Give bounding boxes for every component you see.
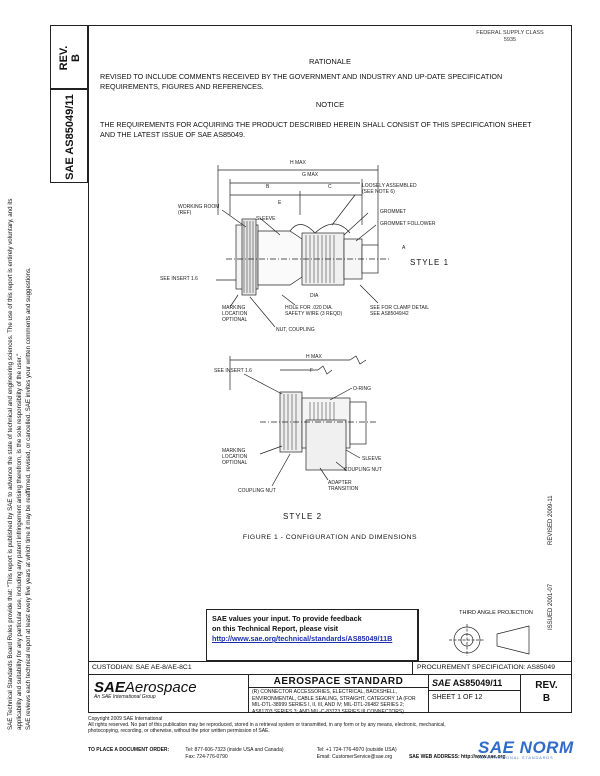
rationale-heading: RATIONALE xyxy=(309,57,351,66)
adapter-transition-label: ADAPTER TRANSITION xyxy=(328,480,359,492)
fig2-dim-f: F xyxy=(310,368,314,374)
fig2-marking-location-label: MARKING LOCATION OPTIONAL xyxy=(222,448,248,466)
dim-c: C xyxy=(328,184,332,190)
dim-a: A xyxy=(402,245,406,251)
rev-box: REV. B xyxy=(50,25,88,89)
drawing-sheet xyxy=(88,25,572,713)
logo-aerospace: Aerospace xyxy=(124,679,197,696)
fig2-sleeve-label: SLEEVE xyxy=(362,456,382,462)
federal-supply-class: FEDERAL SUPPLY CLASS 5935 xyxy=(476,30,544,43)
copyright-notice: Copyright 2009 SAE International All rig… xyxy=(88,716,446,734)
fig2-coupling-nut-label-2: COUPLING NUT xyxy=(238,488,276,494)
standard-title-cell: AEROSPACE STANDARD (R) CONNECTOR ACCESSO… xyxy=(248,675,428,715)
notice-heading: NOTICE xyxy=(315,100,345,109)
procurement-spec: PROCUREMENT SPECIFICATION: AS85049 xyxy=(412,662,572,674)
grommet-label: GROMMET xyxy=(380,209,407,215)
dim-g-max: G MAX xyxy=(302,172,319,178)
working-room-label: WORKING ROOM (REF) xyxy=(178,204,220,216)
see-insert-label: SEE INSERT 1.6 xyxy=(160,276,198,282)
fig2-coupling-nut-label: COUPLING NUT xyxy=(344,467,382,473)
order-label: TO PLACE A DOCUMENT ORDER: xyxy=(88,747,170,753)
dim-e: E xyxy=(278,200,282,206)
dim-dia: DIA xyxy=(310,293,319,299)
doc-number: AS85049/11 xyxy=(452,678,503,688)
side-doc-number: SAE AS85049/11 xyxy=(64,94,76,180)
sleeve-label: SLEEVE xyxy=(256,216,276,222)
third-angle-projection-label: THIRD ANGLE PROJECTION xyxy=(459,610,533,616)
fig2-dim-h-max: H MAX xyxy=(306,354,322,360)
terms-of-use-note: SAE Technical Standards Board Rules prov… xyxy=(7,198,32,730)
standard-title: AEROSPACE STANDARD xyxy=(249,675,428,688)
projection-symbol-icon xyxy=(449,624,530,656)
order-fax: Fax: 724-776-0790 xyxy=(185,754,228,760)
order-tel-2: Tel: +1 724-776-4970 (outside USA) xyxy=(316,747,397,753)
nut-coupling-label: NUT, COUPLING xyxy=(276,327,315,333)
sae-web-address: SAE WEB ADDRESS: http://www.sae.org xyxy=(408,754,506,760)
feedback-box: SAE values your input. To provide feedba… xyxy=(206,609,418,661)
clamp-detail-label: SEE FOR CLAMP DETAIL SEE AS85049/42 xyxy=(370,305,429,317)
fig2-see-insert-label: SEE INSERT 1.6 xyxy=(214,368,252,374)
custodian-row: CUSTODIAN: SAE AE-8/AE-8C1 PROCUREMENT S… xyxy=(88,661,572,675)
sheet-number: SHEET 1 OF 12 xyxy=(432,694,483,701)
o-ring-label: O-RING xyxy=(353,386,372,392)
style-2-label: STYLE 2 xyxy=(283,512,323,521)
third-angle-projection-box: THIRD ANGLE PROJECTION xyxy=(418,609,572,661)
loosely-assembled-label: LOOSELY ASSEMBLED (SEE NOTE 6) xyxy=(362,183,417,195)
notice-text: THE REQUIREMENTS FOR ACQUIRING THE PRODU… xyxy=(100,120,532,139)
revised-date: REVISED 2009-11 xyxy=(548,495,554,545)
doc-number-cell: SAE AS85049/11 SHEET 1 OF 12 xyxy=(428,675,520,713)
feedback-line-1: SAE values your input. To provide feedba… xyxy=(212,614,362,623)
logo-sae: SAE xyxy=(94,679,125,696)
marking-location-label: MARKING LOCATION OPTIONAL xyxy=(222,305,248,323)
order-tel: Tel: 877-606-7323 (inside USA and Canada… xyxy=(185,747,284,753)
side-doc-number-box: SAE AS85049/11 xyxy=(50,89,88,183)
title-rev: REV. B xyxy=(520,675,572,713)
custodian: CUSTODIAN: SAE AE-8/AE-8C1 xyxy=(92,664,192,671)
watermark-main: SAE NORM xyxy=(478,738,574,757)
safety-wire-hole-label: HOLE FOR .020 DIA. SAFETY WIRE (3 REQD) xyxy=(285,305,343,317)
dim-h-max: H MAX xyxy=(290,160,306,166)
saenorm-watermark: SAE NORM INTERNATIONAL STANDARDS xyxy=(478,738,598,774)
style-1-label: STYLE 1 xyxy=(410,258,450,267)
dim-b: B xyxy=(266,184,270,190)
title-block: SAEAerospace An SAE International Group … xyxy=(88,675,572,715)
standard-description: (R) CONNECTOR ACCESSORIES, ELECTRICAL, B… xyxy=(252,689,416,715)
order-info: TO PLACE A DOCUMENT ORDER: Tel: 877-606-… xyxy=(88,747,600,761)
feedback-link[interactable]: http://www.sae.org/technical/standards/A… xyxy=(212,634,393,643)
rationale-text: REVISED TO INCLUDE COMMENTS RECEIVED BY … xyxy=(100,72,503,91)
rev-label: REV. B xyxy=(58,45,82,71)
feedback-line-2: on this Technical Report, please visit xyxy=(212,624,339,633)
style-1-drawing xyxy=(216,165,390,328)
grommet-follower-label: GROMMET FOLLOWER xyxy=(380,221,436,227)
sae-aerospace-logo: SAEAerospace An SAE International Group xyxy=(94,679,244,709)
style-2-drawing xyxy=(229,355,376,487)
logo-subtitle: An SAE International Group xyxy=(94,694,156,700)
doc-number-prefix: SAE xyxy=(432,678,451,688)
watermark-sub: INTERNATIONAL STANDARDS xyxy=(478,755,554,760)
order-email: Email: CustomerService@sae.org xyxy=(316,754,393,760)
figure-caption: FIGURE 1 - CONFIGURATION AND DIMENSIONS xyxy=(242,534,418,541)
